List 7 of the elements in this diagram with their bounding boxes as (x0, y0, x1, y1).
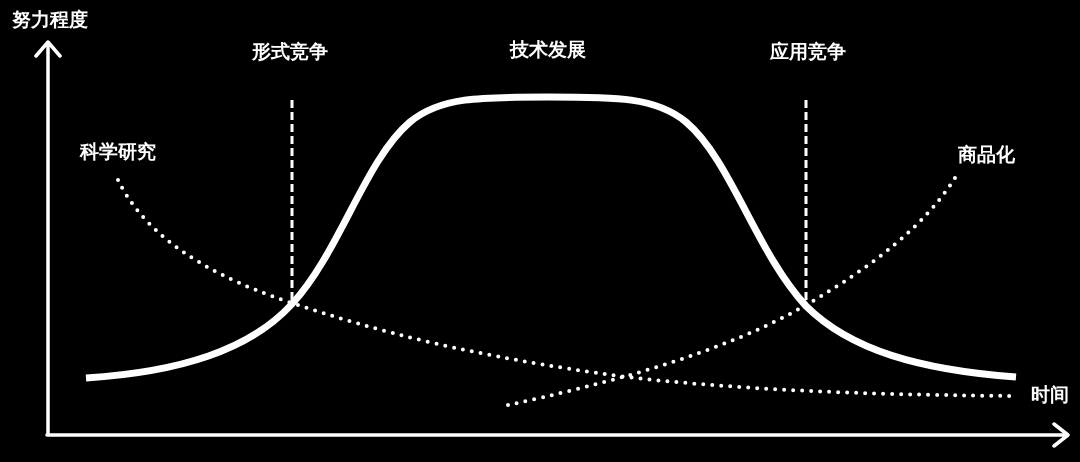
curve-label: 技术发展 (510, 39, 586, 61)
axis-label: 努力程度 (12, 9, 88, 31)
line-label: 应用竞争 (770, 41, 846, 63)
axis-label: 时间 (1031, 384, 1069, 406)
curve-label: 科学研究 (80, 141, 156, 163)
curve-label: 商品化 (957, 144, 1015, 166)
line-label: 形式竞争 (252, 41, 328, 63)
